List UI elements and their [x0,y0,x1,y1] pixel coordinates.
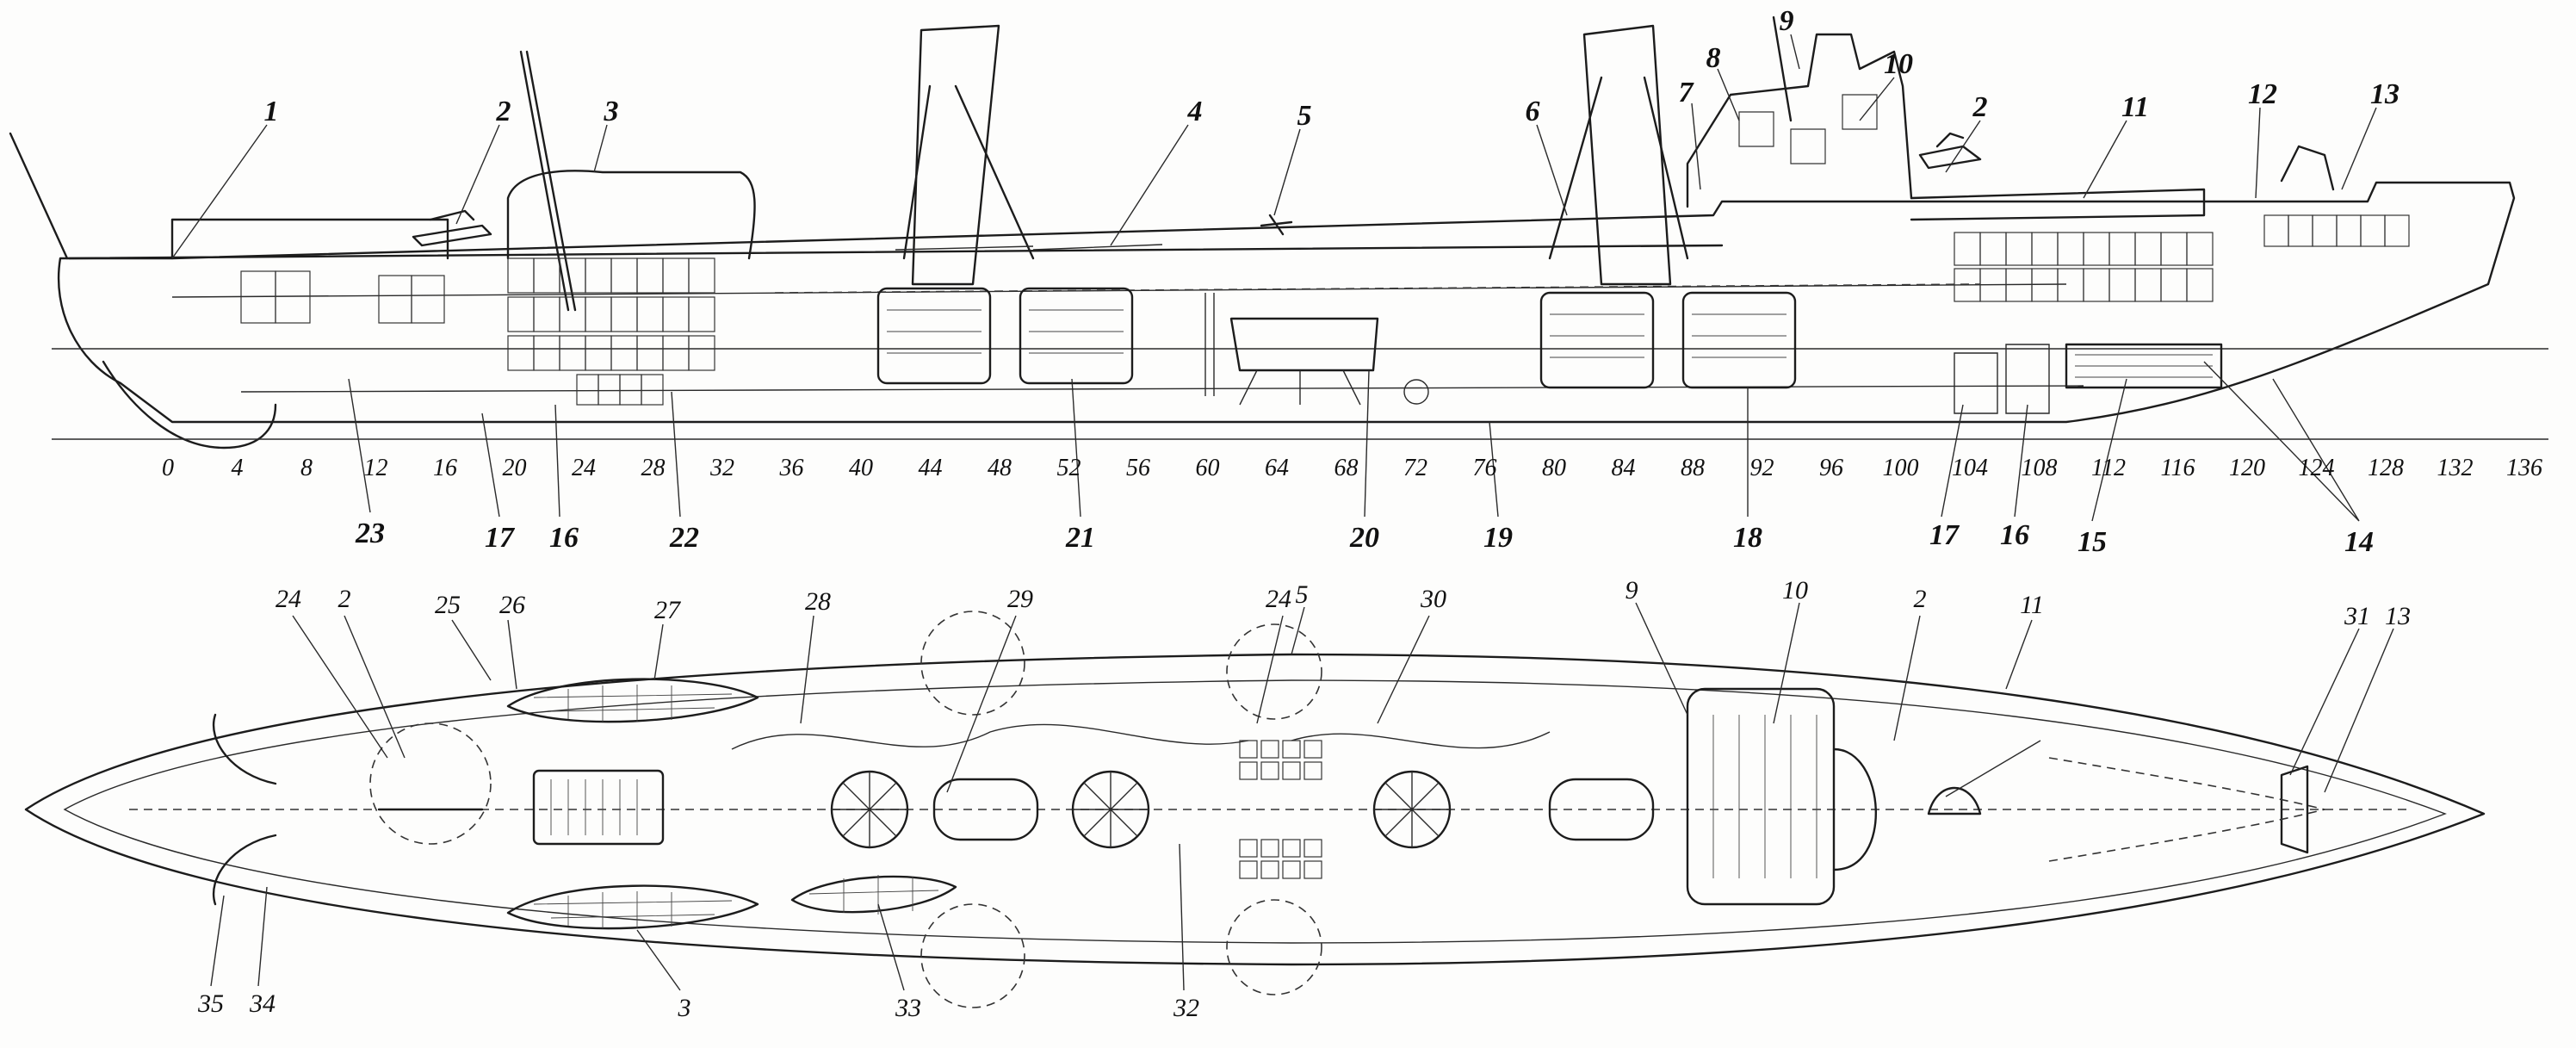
side-callout-bottom-6: 19 [1483,522,1513,554]
frame-number-8: 32 [709,455,734,481]
frame-number-32: 128 [2368,455,2404,481]
plan-callout-top-9: 30 [1420,585,1446,613]
plan-callout-top-5: 28 [805,587,831,616]
frame-number-28: 112 [2091,455,2126,481]
plan-view [24,602,2486,1008]
frame-number-14: 56 [1126,455,1150,481]
side-callout-top-7: 8 [1706,42,1721,74]
plan-callout-bottom-4: 32 [1173,994,1199,1022]
frame-number-5: 20 [503,455,527,481]
side-callout-bottom-7: 18 [1733,522,1762,554]
side-callout-bottom-2: 16 [549,522,579,554]
frame-number-1: 4 [232,455,244,481]
frame-number-20: 80 [1542,455,1566,481]
side-callout-top-10: 2 [1972,91,1988,123]
frame-number-6: 24 [572,455,596,481]
plan-callout-top-4: 27 [654,596,682,624]
plan-callout-top-0: 24 [276,585,301,613]
side-callout-bottom-4: 21 [1065,522,1095,554]
side-callout-bottom-8: 17 [1929,519,1960,551]
plan-callout-top-3: 26 [499,591,525,619]
frame-number-18: 72 [1403,455,1427,481]
side-callout-top-9: 10 [1884,48,1913,80]
frame-number-23: 92 [1750,455,1774,481]
frame-number-22: 88 [1681,455,1705,481]
side-callout-top-8: 9 [1780,5,1794,37]
frame-number-12: 48 [988,455,1012,481]
plan-callout-top-7: 24 [1266,585,1291,613]
frame-number-19: 76 [1473,455,1497,481]
side-callout-bottom-9: 16 [2000,519,2029,551]
frame-number-27: 108 [2022,455,2058,481]
frame-number-2: 8 [300,455,313,481]
plan-callout-bottom-3: 33 [895,994,921,1022]
side-callouts-bottom: 23 17 16 22 21 20 19 18 17 16 15 14 [355,518,2374,558]
plan-callout-top-1: 2 [338,585,351,613]
frame-number-29: 116 [2161,455,2195,481]
side-callout-bottom-5: 20 [1349,522,1379,554]
side-callout-top-2: 3 [604,96,619,127]
frame-number-0: 0 [162,455,174,481]
side-elevation-view [9,16,2548,522]
plan-callout-top-14: 31 [2344,602,2370,630]
frame-number-24: 96 [1819,455,1843,481]
frame-number-34: 136 [2506,455,2542,481]
side-callout-bottom-3: 22 [669,522,699,554]
frame-number-33: 132 [2437,455,2474,481]
frame-number-17: 68 [1334,455,1359,481]
side-callout-bottom-0: 23 [355,518,385,549]
frame-number-13: 52 [1057,455,1081,481]
side-callout-top-11: 11 [2121,91,2149,123]
plan-callout-top-2: 25 [435,591,461,619]
frame-number-25: 100 [1883,455,1919,481]
frame-number-9: 36 [779,455,804,481]
side-callout-top-1: 2 [496,96,511,127]
plan-callout-top-12: 2 [1914,585,1927,613]
plan-callout-top-6: 29 [1007,585,1033,613]
frame-number-26: 104 [1952,455,1988,481]
side-callout-top-5: 6 [1526,96,1540,127]
side-callout-top-0: 1 [264,96,279,127]
plan-callout-top-8: 5 [1296,580,1309,609]
side-callout-bottom-11: 14 [2344,526,2374,558]
frame-number-30: 120 [2229,455,2265,481]
frame-number-10: 40 [849,455,873,481]
plan-callout-top-11: 10 [1782,576,1808,605]
plan-callout-top-15: 13 [2385,602,2411,630]
side-callout-top-3: 4 [1187,96,1203,127]
plan-callout-top-13: 11 [2020,591,2044,619]
side-callout-top-12: 12 [2248,78,2277,110]
frame-number-21: 84 [1612,455,1636,481]
plan-callout-bottom-1: 34 [249,989,276,1018]
side-callout-top-13: 13 [2370,78,2400,110]
frame-number-16: 64 [1265,455,1289,481]
plan-callout-top-10: 9 [1625,576,1638,605]
frame-number-4: 16 [433,455,457,481]
frame-number-3: 12 [364,455,388,481]
side-callout-top-6: 7 [1679,77,1695,109]
plan-callout-bottom-2: 3 [678,994,691,1022]
frame-number-15: 60 [1196,455,1220,481]
frame-number-11: 44 [919,455,943,481]
side-callout-top-4: 5 [1297,100,1312,132]
plan-callout-bottom-0: 35 [197,989,224,1018]
side-callout-bottom-1: 17 [485,522,516,554]
frame-number-31: 124 [2299,455,2335,481]
frame-number-7: 28 [641,455,666,481]
side-callout-bottom-10: 15 [2078,526,2107,558]
